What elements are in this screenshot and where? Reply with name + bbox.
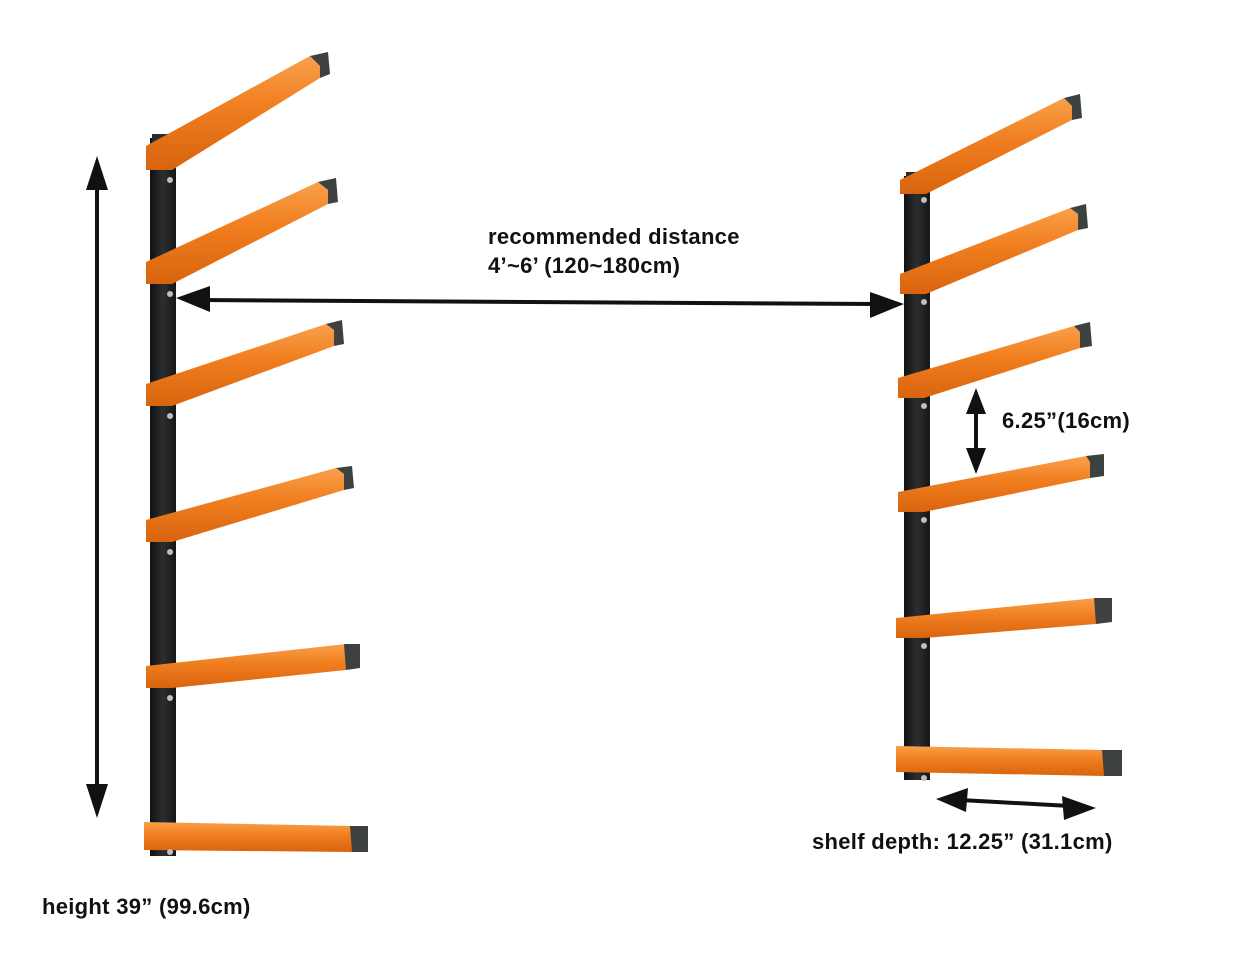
left-shelf-arm-3 <box>146 320 344 406</box>
shelf-depth-arrow-icon <box>936 788 1096 820</box>
height-label: height 39” (99.6cm) <box>42 894 251 919</box>
right-bracket <box>896 94 1122 781</box>
left-shelf-arm-6 <box>144 822 368 852</box>
right-shelf-arm-3 <box>898 322 1092 398</box>
left-shelf-arm-4 <box>146 466 354 542</box>
height-arrow-icon <box>86 156 108 818</box>
recommended-distance-label: recommended distance 4’~6’ (120~180cm) <box>488 222 740 280</box>
distance-label-line-1: recommended distance <box>488 224 740 249</box>
left-shelf-arm-5 <box>146 644 360 688</box>
left-shelf-arm-1 <box>146 52 330 170</box>
shelf-depth-label: shelf depth: 12.25” (31.1cm) <box>812 829 1113 854</box>
right-shelf-arm-2 <box>900 204 1088 294</box>
shelf-spacing-label: 6.25”(16cm) <box>1002 408 1131 433</box>
distance-label-line-2: 4’~6’ (120~180cm) <box>488 253 681 278</box>
right-shelf-arm-6 <box>896 746 1122 776</box>
right-shelf-arm-5 <box>896 598 1112 638</box>
left-post <box>150 138 176 856</box>
right-shelf-arm-1 <box>900 94 1082 194</box>
right-shelf-arm-4 <box>898 454 1104 512</box>
shelf-spacing-arrow-icon <box>966 388 986 474</box>
left-bracket <box>144 52 368 856</box>
distance-arrow-icon <box>176 286 904 318</box>
left-shelf-arm-2 <box>146 178 338 284</box>
